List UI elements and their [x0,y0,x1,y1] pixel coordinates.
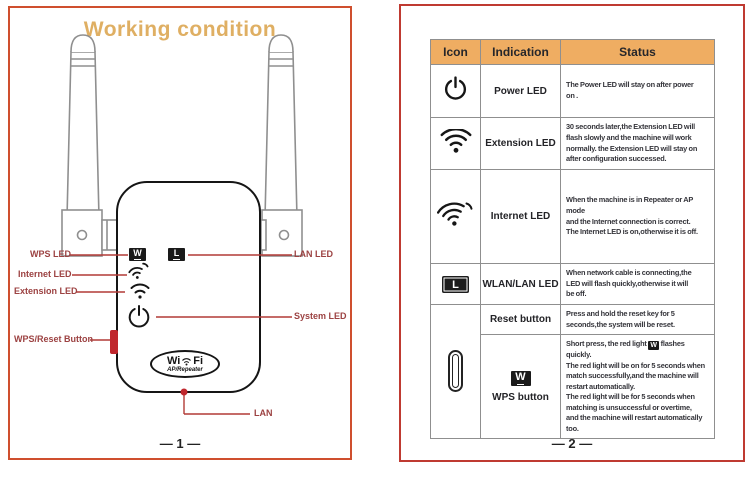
extension-led-icon [130,283,150,299]
w-inline-icon: W [648,341,660,351]
status-text: When network cable is connecting,the LED… [560,263,715,305]
extension-led-label: Extension LED [14,286,78,296]
extension-icon-cell [430,117,481,170]
internet-wifi-icon [436,202,472,226]
indication-label: Internet LED [480,169,561,264]
wps-led-badge-letter: W [133,248,142,258]
header-indication: Indication [480,39,561,65]
right-page-panel: Icon Indication Status Power LED The Pow… [399,4,745,462]
internet-led-icon [128,262,149,279]
wps-indication-cell: W WPS button [480,334,561,440]
table-row: Power LED The Power LED will stay on aft… [430,64,715,118]
indicator-table: Icon Indication Status Power LED The Pow… [430,39,715,440]
logo-wifi-icon [182,357,192,365]
page-title: Working condition [83,18,277,41]
repeater-device-line-art [61,34,303,415]
table-row: L WLAN/LAN LED When network cable is con… [430,263,715,305]
table-row: Extension LED 30 seconds later,the Exten… [430,117,715,170]
reset-wps-capsule-icon [448,350,463,393]
lan-monitor-icon: L [442,276,469,294]
status-text: The Power LED will stay on after power o… [560,64,715,118]
status-text: 30 seconds later,the Extension LED will … [560,117,715,170]
header-icon: Icon [430,39,481,65]
lan-led-badge-letter: L [173,248,180,258]
power-icon-cell [430,64,481,118]
lan-led-badge: L [168,248,185,261]
leader-lines [70,254,292,415]
system-led-label: System LED [294,311,347,321]
wlan-icon-cell: L [430,263,481,305]
indication-label: Power LED [480,64,561,118]
lan-led-label: LAN LED [294,249,333,259]
right-antenna [247,34,303,257]
wps-reset-button[interactable] [110,330,118,354]
status-text-before: Short press, the red light [566,339,649,349]
wps-led-label: WPS LED [30,249,72,259]
wps-badge-letter: W [515,370,526,383]
left-antenna [61,34,121,257]
system-led-icon [128,305,150,328]
status-text: Short press, the red light W flashes qui… [560,334,715,440]
table-row: Reset button Press and hold the reset ke… [430,303,715,440]
reset-wps-icon-cell [430,303,481,440]
wps-w-badge-icon: W [510,370,531,386]
status-text: Press and hold the reset key for 5 secon… [560,303,715,336]
indication-label: WPS button [492,391,549,403]
wps-led-badge: W [129,248,146,261]
table-row: Internet LED When the machine is in Repe… [430,169,715,264]
indication-label: Extension LED [480,117,561,170]
internet-icon-cell [430,169,481,264]
lan-port-label: LAN [254,408,273,418]
logo-subtitle: AP/Repeater [167,366,203,373]
table-header-row: Icon Indication Status [430,39,715,65]
page-number-1: — 1 — [159,436,201,451]
left-page-panel: Working condition [8,6,352,460]
logo-fi-text: Fi [193,354,204,367]
indication-label: Reset button [480,303,561,336]
wifi-ap-repeater-logo: Wi Fi AP/Repeater [150,350,220,378]
status-text: When the machine is in Repeater or AP mo… [560,169,715,264]
wifi-icon [440,127,471,153]
status-text-after: flashes quickly. The red light will be o… [566,339,705,433]
repeater-body [116,181,261,393]
logo-wi-text: Wi [166,354,181,367]
header-status: Status [560,39,715,65]
power-icon [444,76,467,100]
page-number-2: — 2 — [551,436,593,451]
indication-label: WLAN/LAN LED [480,263,561,305]
table-row: W WPS button Short press, the red light … [431,334,715,440]
internet-led-label: Internet LED [18,269,72,279]
lan-port-dot [180,388,188,396]
wps-reset-button-label: WPS/Reset Button [14,334,94,344]
